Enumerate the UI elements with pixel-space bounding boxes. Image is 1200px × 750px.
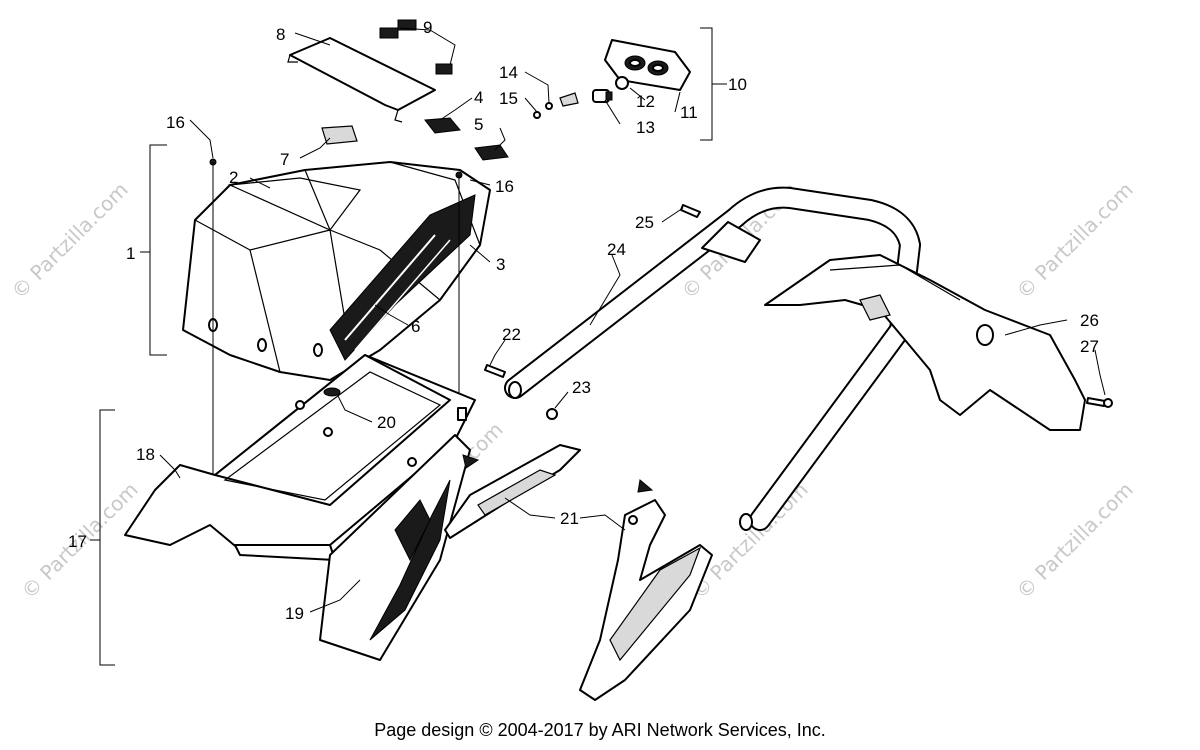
watermark: © Partzilla.com <box>1012 477 1138 603</box>
part-16-screws <box>209 158 463 520</box>
part-21-brace <box>444 444 581 539</box>
callout-17: 17 <box>68 532 87 551</box>
callout-27: 27 <box>1080 337 1099 356</box>
callout-labels: 8 9 10 14 4 15 12 11 5 13 16 7 2 16 1 3 … <box>68 18 1099 623</box>
watermark: © Partzilla.com <box>687 477 813 603</box>
watermark: © Partzilla.com <box>1012 177 1138 303</box>
callout-5: 5 <box>474 115 483 134</box>
part-26-rear-flap <box>764 254 1086 431</box>
watermark: © Partzilla.com <box>7 177 133 303</box>
callout-23: 23 <box>572 378 591 397</box>
callout-14: 14 <box>499 63 518 82</box>
part-23-nut <box>546 408 558 420</box>
part-19-side-panel <box>319 434 471 661</box>
part-14-15-hardware <box>533 92 579 119</box>
callout-26: 26 <box>1080 311 1099 330</box>
callout-10: 10 <box>728 75 747 94</box>
part-27-screw <box>1086 397 1113 408</box>
callout-7: 7 <box>280 150 289 169</box>
callout-16: 16 <box>166 113 185 132</box>
part-20-grommet <box>323 387 341 397</box>
callout-9: 9 <box>423 18 432 37</box>
part-24-grab-bar <box>504 186 922 531</box>
part-7-decal <box>321 125 358 145</box>
part-6-side-decal <box>329 194 476 361</box>
part-2-seat-shell <box>182 161 491 381</box>
callout-12: 12 <box>636 92 655 111</box>
footer-copyright: Page design © 2004-2017 by ARI Network S… <box>374 720 826 740</box>
callout-20: 20 <box>377 413 396 432</box>
part-22-bolt <box>484 364 506 378</box>
part-21-side-guard <box>579 479 713 701</box>
callout-13: 13 <box>636 118 655 137</box>
callout-2: 2 <box>229 168 238 187</box>
callout-21: 21 <box>560 509 579 528</box>
callout-3: 3 <box>496 255 505 274</box>
part-13-socket <box>592 89 613 103</box>
part-5-decal <box>474 144 509 161</box>
callout-24: 24 <box>607 240 626 259</box>
callout-16b: 16 <box>495 177 514 196</box>
callout-15: 15 <box>499 89 518 108</box>
callout-18: 18 <box>136 445 155 464</box>
callout-8: 8 <box>276 25 285 44</box>
callout-19: 19 <box>285 604 304 623</box>
part-8-lid <box>287 37 436 123</box>
callout-25: 25 <box>635 213 654 232</box>
callout-11: 11 <box>680 103 698 122</box>
part-4-decal <box>424 117 461 134</box>
part-9-clips <box>379 19 453 75</box>
part-18-storage-tub <box>124 354 476 561</box>
callout-6: 6 <box>411 317 420 336</box>
callout-1: 1 <box>126 244 135 263</box>
callout-22: 22 <box>502 325 521 344</box>
leader-lines <box>90 27 1106 666</box>
part-25-bolt <box>680 204 701 218</box>
part-12-bulb <box>615 76 629 90</box>
callout-4: 4 <box>474 88 483 107</box>
